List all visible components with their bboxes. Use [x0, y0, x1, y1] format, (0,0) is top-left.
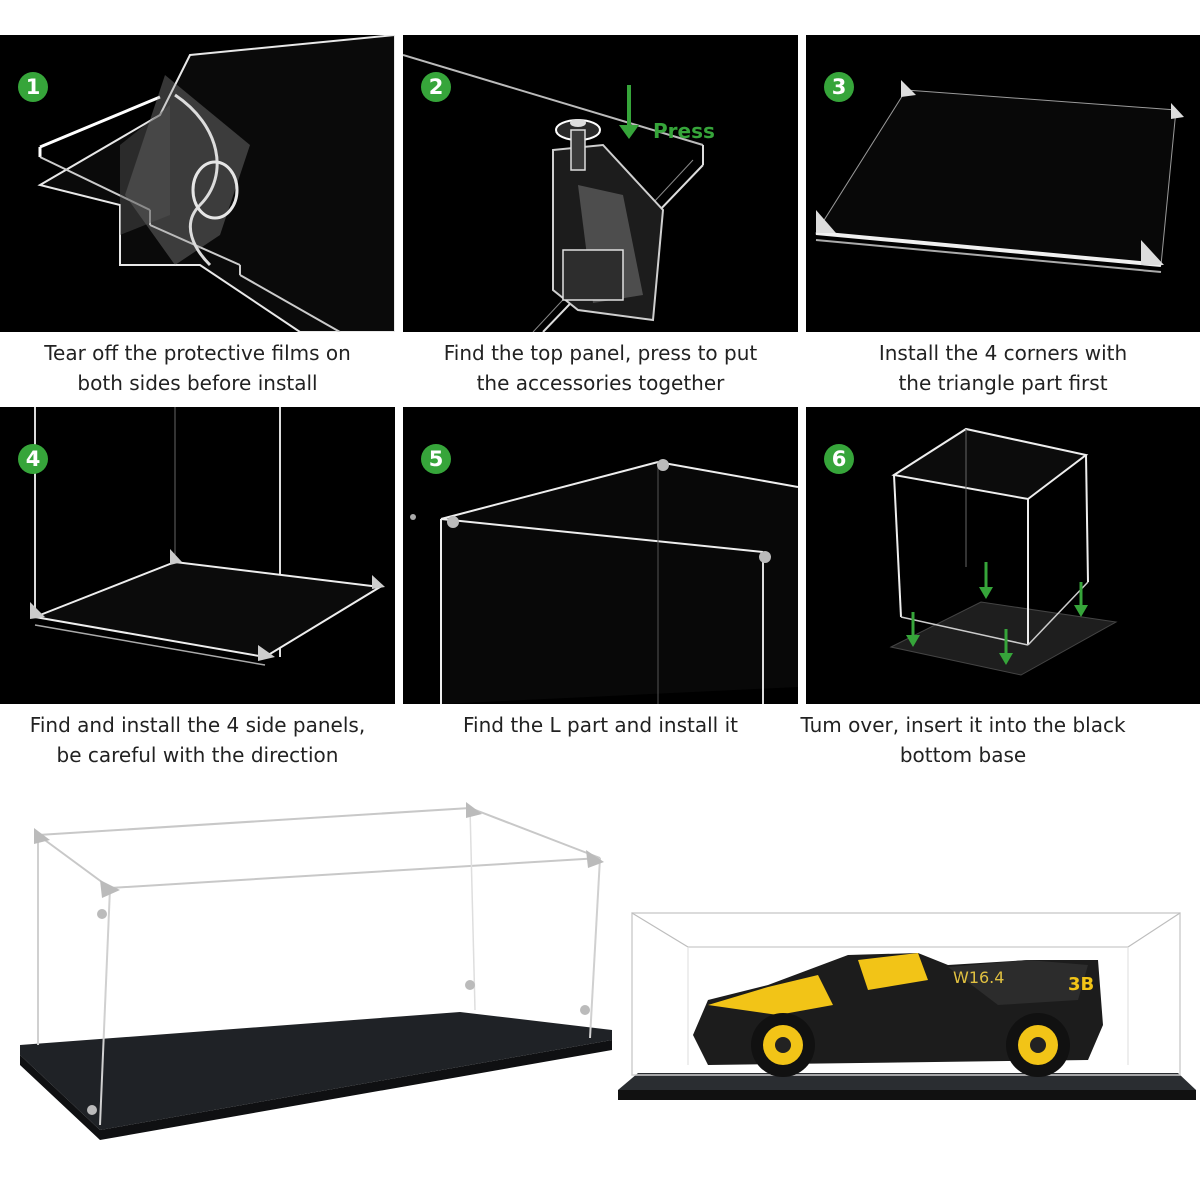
step-4-caption: Find and install the 4 side panels, be c… — [29, 713, 366, 767]
step-number-badge: 2 — [421, 72, 451, 102]
empty-display-case — [0, 790, 620, 1200]
step-3-caption: Install the 4 corners with the triangle … — [878, 341, 1128, 395]
step-3-photo: 3 — [806, 35, 1200, 332]
step-2-photo: 2 Press — [403, 35, 798, 332]
step-1-photo: 1 — [0, 35, 395, 332]
step-number-badge: 4 — [18, 444, 48, 474]
step-5-caption: Find the L part and install it — [463, 713, 738, 737]
model-number: 3B — [1068, 974, 1094, 995]
model-plate: W16.4 — [953, 968, 1004, 987]
step-1-caption: Tear off the protective films on both si… — [44, 341, 351, 395]
step-2-caption: Find the top panel, press to put the acc… — [443, 341, 758, 395]
step-6-caption: Tum over, insert it into the black botto… — [800, 713, 1126, 767]
step-number-badge: 5 — [421, 444, 451, 474]
step-number-badge: 3 — [824, 72, 854, 102]
step-number-badge: 6 — [824, 444, 854, 474]
step-5-photo: 5 — [403, 407, 798, 704]
display-case-with-model: W16.4 3B — [618, 905, 1196, 1105]
step-number-badge: 1 — [18, 72, 48, 102]
step-6-photo: 6 — [806, 407, 1200, 704]
step-4-photo: 4 — [0, 407, 395, 704]
press-annotation: Press — [653, 119, 715, 143]
